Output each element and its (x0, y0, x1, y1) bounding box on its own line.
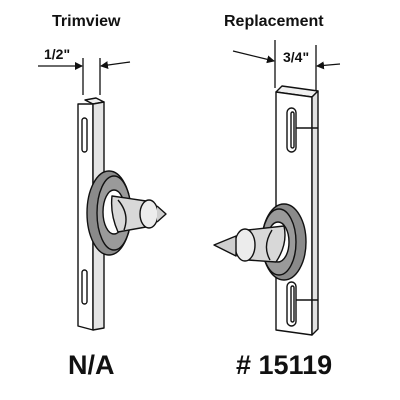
trimview-part-code: N/A (68, 350, 115, 380)
replacement-part-code: # 15119 (236, 350, 333, 380)
trimview-heading: Trimview (52, 13, 121, 30)
replacement-heading: Replacement (224, 13, 324, 30)
trimview-pin (110, 195, 167, 233)
trimview-dimension-lines (38, 58, 131, 95)
replacement-pin (213, 225, 286, 263)
trimview-dimension-label: 1/2" (44, 46, 71, 62)
trimview-part (38, 58, 167, 331)
replacement-part (213, 40, 341, 336)
replacement-dimension-label: 3/4" (283, 49, 310, 65)
replacement-dimension-lines (232, 40, 341, 93)
